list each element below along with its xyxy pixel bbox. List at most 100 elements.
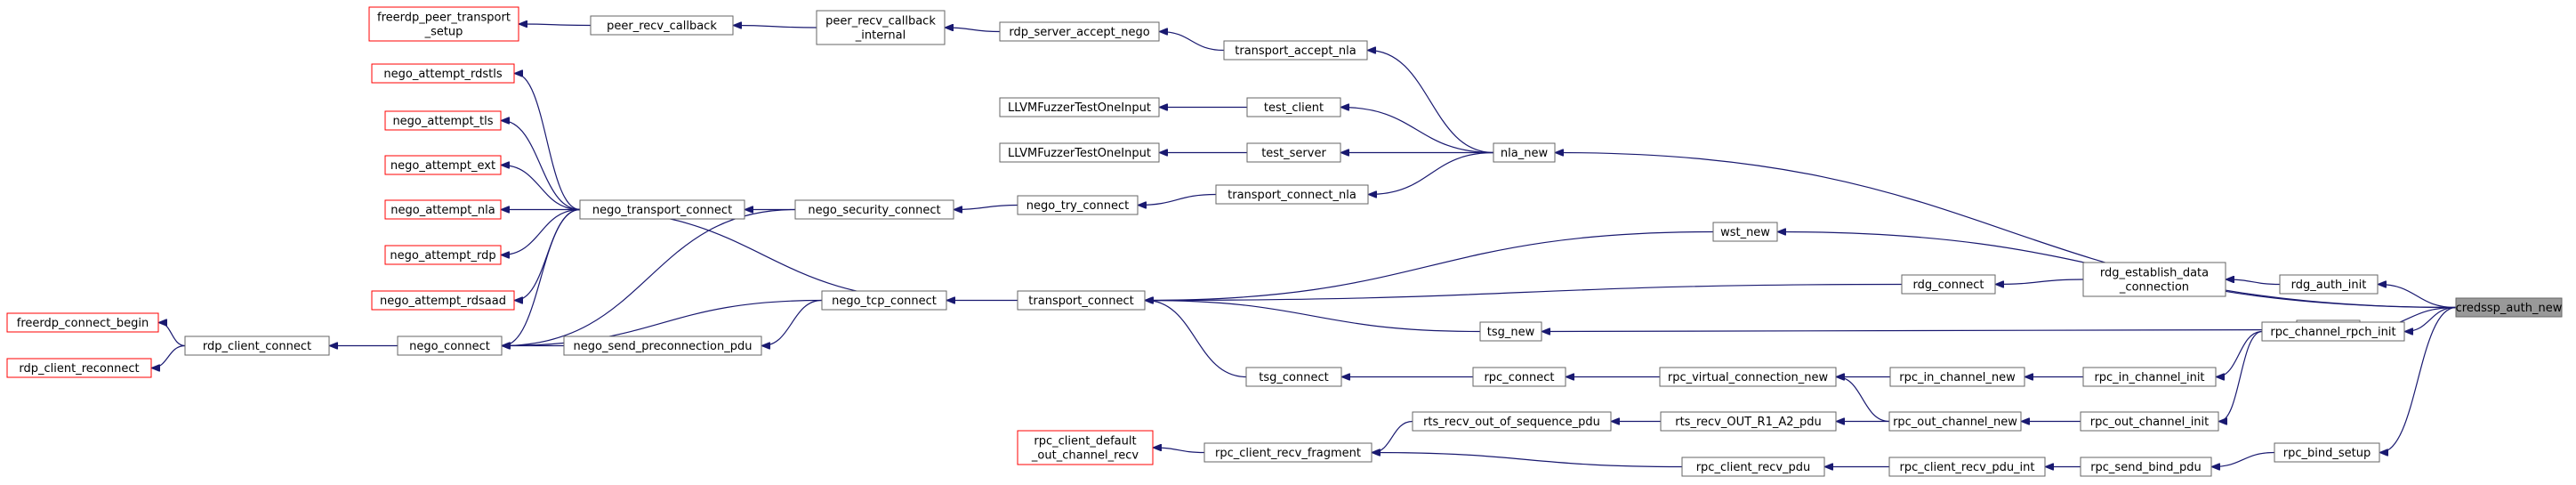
edge-nego-connect-to-nego-tcp-connect	[503, 299, 823, 346]
node-box	[2279, 274, 2379, 295]
edge-path	[502, 166, 581, 211]
node-tsg-connect[interactable]: tsg_connect	[1245, 367, 1342, 387]
node-label: rpc_send_bind_pdu	[2090, 461, 2202, 474]
node-label: rdp_server_accept_nego	[1009, 26, 1149, 39]
node-rdp-client-connect[interactable]: rdp_client_connect	[184, 335, 330, 356]
edge-path	[2380, 306, 2457, 453]
edge-rpc-bind-setup-to-credssp-auth-new	[2380, 306, 2457, 453]
edge-path	[734, 26, 817, 28]
node-nego-attempt-rdsaad[interactable]: nego_attempt_rdsaad	[371, 290, 515, 311]
node-nego-connect[interactable]: nego_connect	[397, 335, 503, 356]
edge-nego-attempt-tls-to-nego-transport-connect	[502, 121, 581, 211]
node-nego-attempt-nla[interactable]: nego_attempt_nla	[384, 199, 502, 220]
edge-rpc-client-recv-fragment-to-rpc-client-recv-pdu	[1373, 453, 1683, 468]
edge-path	[2219, 330, 2263, 422]
node-box	[821, 290, 947, 311]
node-rpc-client-recv-fragment[interactable]: rpc_client_recv_fragment	[1203, 442, 1373, 463]
node-rdp-client-reconnect[interactable]: rdp_client_reconnect	[6, 358, 152, 378]
node-rpc-out-channel-new[interactable]: rpc_out_channel_new	[1888, 411, 2022, 432]
node-rpc-connect[interactable]: rpc_connect	[1472, 367, 1566, 387]
node-peer-recv-callback-internal[interactable]: peer_recv_callback_internal	[816, 10, 946, 45]
edge-path	[519, 24, 592, 26]
node-rpc-virtual-connection-new[interactable]: rpc_virtual_connection_new	[1659, 367, 1837, 387]
edge-path	[502, 121, 581, 211]
edge-path	[1146, 230, 1714, 301]
node-rts-recv-out-of-sequence-pdu[interactable]: rts_recv_out_of_sequence_pdu	[1412, 411, 1612, 432]
edge-path	[1837, 377, 1890, 423]
node-transport-connect[interactable]: transport_connect	[1017, 290, 1146, 311]
node-transport-accept-nla[interactable]: transport_accept_nla	[1223, 40, 1368, 61]
node-nego-attempt-rdstls[interactable]: nego_attempt_rdstls	[371, 63, 515, 84]
node-rpc-send-bind-pdu[interactable]: rpc_send_bind_pdu	[2080, 457, 2212, 477]
edge-path	[1146, 301, 1247, 378]
node-rdg-establish-data-connection[interactable]: rdg_establish_data_connection	[2082, 262, 2226, 297]
node-rpc-in-channel-new[interactable]: rpc_in_channel_new	[1889, 367, 2025, 387]
edge-path	[579, 208, 947, 301]
node-rpc-client-default-out-channel-recv[interactable]: rpc_client_default_out_channel_recv	[1017, 430, 1154, 465]
node-rdg-auth-init[interactable]: rdg_auth_init	[2279, 274, 2379, 295]
node-rpc-out-channel-init[interactable]: rpc_out_channel_init	[2080, 411, 2219, 432]
edge-rdp-client-reconnect-to-rdp-client-connect	[152, 344, 186, 368]
node-box	[1017, 290, 1146, 311]
node-rpc-client-recv-pdu-int[interactable]: rpc_client_recv_pdu_int	[1888, 457, 2046, 477]
node-nego-attempt-tls[interactable]: nego_attempt_tls	[384, 110, 502, 131]
node-nego-tcp-connect[interactable]: nego_tcp_connect	[821, 290, 947, 311]
node-nego-security-connect[interactable]: nego_security_connect	[794, 199, 954, 220]
node-label: nego_attempt_rdsaad	[380, 295, 506, 308]
edge-path	[946, 28, 1001, 33]
node-rdg-connect[interactable]: rdg_connect	[1901, 274, 1996, 295]
node-box	[1223, 40, 1368, 61]
edge-path	[1542, 330, 2298, 332]
node-test-client[interactable]: test_client	[1246, 97, 1341, 117]
node-llvmfuzzertestoneinput-1[interactable]: LLVMFuzzerTestOneInput	[999, 97, 1160, 117]
node-label: rpc_in_channel_new	[1899, 371, 2016, 384]
edge-path	[2405, 306, 2457, 332]
node-rts-recv-out-r1-a2-pdu[interactable]: rts_recv_OUT_R1_A2_pdu	[1660, 411, 1837, 432]
node-peer-recv-callback[interactable]: peer_recv_callback	[590, 15, 734, 36]
node-rdp-server-accept-nego[interactable]: rdp_server_accept_nego	[999, 21, 1160, 42]
node-label: rdp_client_connect	[203, 340, 311, 353]
node-box	[816, 10, 946, 45]
node-freerdp-peer-transport-setup[interactable]: freerdp_peer_transport_setup	[368, 6, 519, 42]
node-label: nego_tcp_connect	[832, 295, 937, 308]
node-rpc-bind-setup[interactable]: rpc_bind_setup	[2274, 442, 2380, 463]
node-box	[794, 199, 954, 220]
edge-rpc-send-bind-pdu-to-rpc-bind-setup	[2212, 451, 2275, 467]
node-box	[2261, 321, 2405, 342]
node-freerdp-connect-begin[interactable]: freerdp_connect_begin	[6, 312, 159, 333]
node-transport-connect-nla[interactable]: transport_connect_nla	[1215, 184, 1369, 205]
node-box	[6, 312, 159, 333]
node-nego-attempt-rdp[interactable]: nego_attempt_rdp	[384, 245, 502, 265]
node-rpc-in-channel-init[interactable]: rpc_in_channel_init	[2082, 367, 2217, 387]
node-rpc-client-recv-pdu[interactable]: rpc_client_recv_pdu	[1681, 457, 1825, 477]
node-llvmfuzzertestoneinput-2[interactable]: LLVMFuzzerTestOneInput	[999, 142, 1160, 163]
node-label: rpc_out_channel_new	[1893, 416, 2017, 429]
node-box	[397, 335, 503, 356]
node-wst-new[interactable]: wst_new	[1712, 222, 1778, 242]
node-tsg-new[interactable]: tsg_new	[1479, 321, 1542, 342]
node-test-server[interactable]: test_server	[1246, 142, 1341, 163]
node-label: peer_recv_callback	[607, 20, 717, 33]
node-nego-try-connect[interactable]: nego_try_connect	[1017, 195, 1139, 215]
edge-rpc-in-channel-init-to-rpc-channel-rpch-init	[2217, 330, 2263, 377]
edge-path	[1341, 108, 1494, 154]
node-label: nego_attempt_rdstls	[383, 68, 502, 81]
node-nego-attempt-ext[interactable]: nego_attempt_ext	[384, 155, 502, 175]
node-label: rpc_out_channel_init	[2090, 416, 2210, 429]
edge-transport-connect-to-tsg-new	[1146, 301, 1481, 333]
node-box	[1245, 367, 1342, 387]
node-rpc-channel-rpch-init[interactable]: rpc_channel_rpch_init	[2261, 321, 2405, 342]
edge-path	[2217, 330, 2263, 377]
edge-path	[1373, 420, 1413, 453]
edge-path	[1154, 448, 1205, 454]
node-nla-new[interactable]: nla_new	[1493, 142, 1556, 163]
node-box	[999, 21, 1160, 42]
node-box	[184, 335, 330, 356]
node-nego-send-preconnection-pdu[interactable]: nego_send_preconnection_pdu	[563, 335, 762, 356]
edge-tsg-new-to-rpc-new	[1542, 330, 2298, 332]
node-nego-transport-connect[interactable]: nego_transport_connect	[579, 199, 745, 220]
node-label: LLVMFuzzerTestOneInput	[1008, 147, 1151, 160]
node-box	[1660, 411, 1837, 432]
edge-path	[1139, 193, 1217, 206]
node-box	[2082, 262, 2226, 297]
